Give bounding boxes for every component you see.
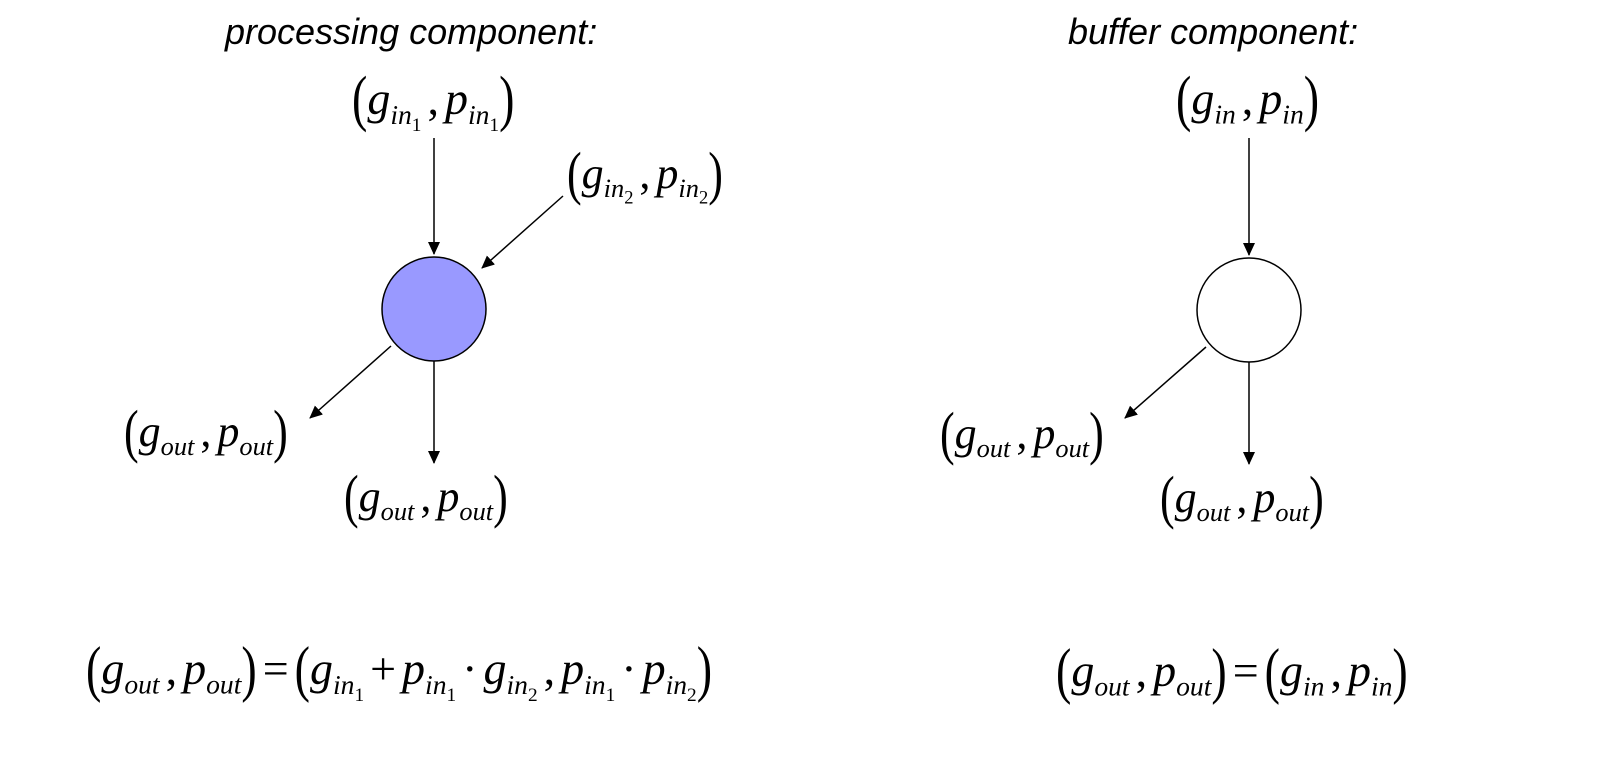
buffer-equation: (gout,pout)=(gin,pin) xyxy=(1056,635,1408,705)
processing-in2-arrow xyxy=(481,195,564,269)
processing-output-bottom-label: (gout,pout) xyxy=(344,463,508,530)
buffer-output-bottom-label: (gout,pout) xyxy=(1160,464,1324,531)
processing-equation: (gout,pout)=(gin1+pin1·gin2,pin1·pin2) xyxy=(86,633,713,706)
processing-output-left-label: (gout,pout) xyxy=(124,398,288,465)
processing-title: processing component: xyxy=(225,11,598,52)
buffer-out-left-arrow xyxy=(1124,346,1207,419)
buffer-title: buffer component: xyxy=(1068,11,1359,52)
buffer-output-left-label: (gout,pout) xyxy=(940,400,1104,467)
buffer-input-label: (gin,pin) xyxy=(1176,63,1320,133)
processing-input2-label: (gin2,pin2) xyxy=(567,140,723,208)
processing-input1-label: (gin1,pin1) xyxy=(352,63,515,136)
processing-node xyxy=(381,256,487,362)
processing-out-left-arrow xyxy=(309,345,392,419)
buffer-node xyxy=(1196,257,1302,363)
